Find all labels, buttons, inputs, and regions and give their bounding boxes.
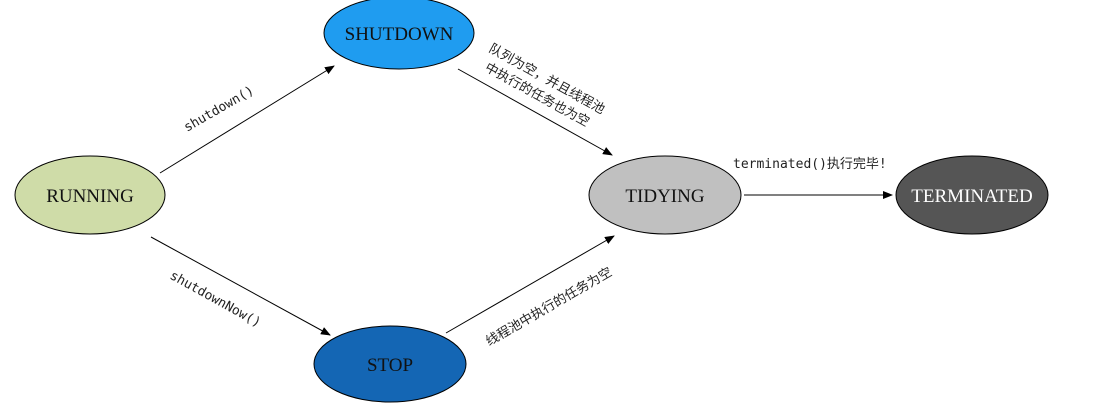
state-tidying-shape — [588, 155, 742, 235]
state-running: RUNNING — [14, 155, 166, 235]
state-shutdown-label: SHUTDOWN — [345, 24, 454, 45]
state-stop-label: STOP — [367, 355, 413, 376]
state-terminated-label: TERMINATED — [911, 186, 1032, 207]
edge-label-stop-tidying: 线程池中执行的任务为空 — [483, 264, 615, 349]
edge-label-shutdown: shutdown() — [182, 83, 257, 135]
state-stop-shape — [313, 325, 467, 403]
edge-running-to-shutdown: shutdown() — [159, 65, 335, 174]
edge-label-shutdownnow: shutdownNow() — [167, 268, 263, 330]
state-tidying: TIDYING — [588, 155, 742, 235]
state-shutdown-shape — [323, 0, 475, 70]
state-tidying-label: TIDYING — [625, 186, 704, 207]
edge-stop-to-tidying: 线程池中执行的任务为空 — [445, 235, 615, 349]
edge-shutdown-to-tidying: 队列为空，并且线程池 中执行的任务也为空 — [457, 41, 613, 156]
state-running-label: RUNNING — [46, 186, 134, 207]
state-terminated-shape — [895, 155, 1049, 235]
state-shutdown: SHUTDOWN — [323, 0, 475, 70]
state-terminated: TERMINATED — [895, 155, 1049, 235]
edge-label-terminated: terminated()执行完毕! — [733, 157, 887, 172]
state-running-shape — [14, 155, 166, 235]
state-stop: STOP — [313, 325, 467, 403]
edge-running-to-stop: shutdownNow() — [150, 236, 331, 336]
edge-tidying-to-terminated: terminated()执行完毕! — [733, 157, 893, 199]
